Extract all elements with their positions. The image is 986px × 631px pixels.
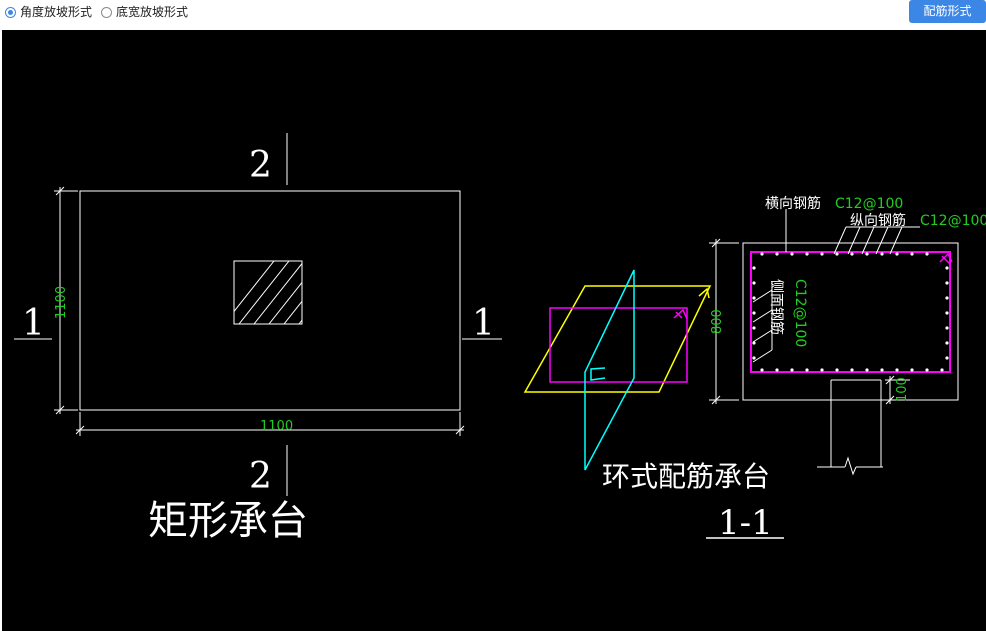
rect-cap-plan [14, 133, 502, 496]
rebar-config-button[interactable]: 配筋形式 [909, 0, 986, 23]
rect-cap-outline [79, 190, 461, 411]
section-title: 1-1 [718, 503, 773, 543]
radio-bottom-width-slope[interactable]: 底宽放坡形式 [101, 3, 188, 21]
ring-cap-caption: 环式配筋承台 [602, 460, 770, 493]
transverse-rebar-spec: C12@100 [835, 196, 903, 212]
column-section [233, 260, 303, 325]
longitudinal-rebar-spec: C12@100 [920, 213, 986, 229]
section-rebar-ring [750, 251, 951, 373]
radio-label-angle-slope: 角度放坡形式 [20, 5, 93, 19]
ring-rebar-rect [549, 307, 688, 383]
rect-cap-caption: 矩形承台 [148, 498, 308, 544]
radio-unchecked-icon[interactable] [101, 6, 112, 18]
section-outline [742, 242, 959, 401]
rebar-dots [752, 252, 949, 372]
cover-dim-label: 100 [895, 377, 910, 402]
radio-checked-icon[interactable] [5, 6, 16, 18]
section-height-dim-label: 800 [710, 309, 725, 334]
toolbar: 角度放坡形式 底宽放坡形式 配筋形式 [0, 0, 986, 28]
section-height-dimension [709, 238, 739, 405]
longitudinal-rebar-label: 纵向钢筋 [850, 212, 906, 229]
rect-height-dim-label: 1100 [54, 286, 69, 319]
side-rebar-label: 侧面钢筋 [768, 279, 785, 335]
cad-drawing: 1100 1100 2 2 1 1 矩形承台 环式配筋承台 [14, 133, 986, 544]
section-1-left-label: 1 [22, 303, 45, 344]
side-rebar-spec: C12@100 [792, 279, 808, 347]
radio-label-bottom-width-slope: 底宽放坡形式 [116, 5, 189, 19]
rect-width-dim-label: 1100 [260, 419, 293, 434]
radio-angle-slope[interactable]: 角度放坡形式 [5, 3, 92, 21]
yellow-plane [523, 285, 712, 393]
cad-drawing-canvas: 1100 1100 2 2 1 1 矩形承台 环式配筋承台 [2, 30, 986, 631]
section-2-top-label: 2 [249, 145, 272, 186]
pile-stub [817, 379, 883, 476]
ring-cap-illustration [523, 269, 712, 471]
section-2-bottom-label: 2 [249, 456, 272, 497]
transverse-rebar-label: 横向钢筋 [765, 195, 821, 212]
section-1-1 [709, 209, 959, 476]
cyan-plane [584, 269, 635, 471]
rebar-leaders [752, 209, 920, 363]
column-hatch [234, 261, 302, 324]
section-1-right-label: 1 [472, 303, 495, 344]
cover-dimension [885, 375, 910, 405]
